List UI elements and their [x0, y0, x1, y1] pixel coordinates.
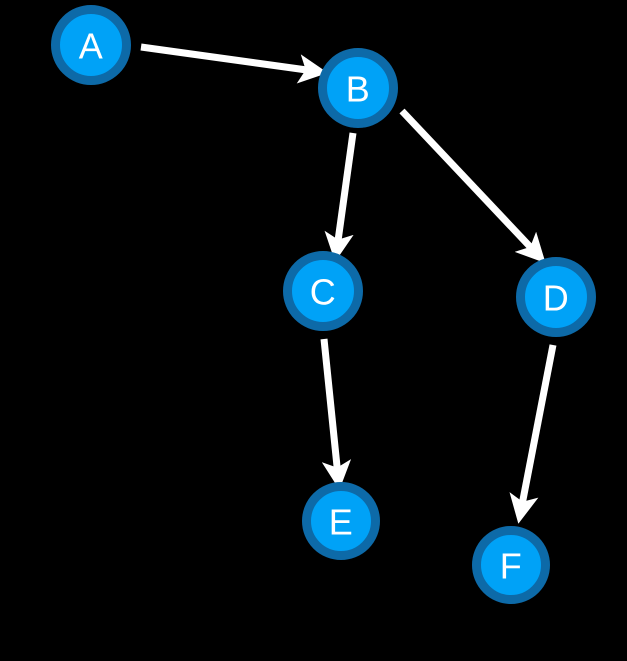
node-label-e: E [329, 502, 354, 543]
node-label-b: B [346, 69, 371, 110]
node-label-f: F [500, 546, 523, 587]
node-label-c: C [310, 272, 337, 313]
graph-edge-a-b[interactable] [140, 43, 328, 84]
node-label-d: D [543, 278, 570, 319]
node-label-a: A [79, 26, 104, 67]
graph-node-d[interactable]: D [516, 257, 596, 337]
node-circle-d[interactable] [516, 257, 596, 337]
graph-node-a[interactable]: A [51, 5, 131, 85]
graph-node-f[interactable]: F [472, 526, 550, 604]
node-circle-e[interactable] [302, 482, 380, 560]
edges-layer [140, 43, 557, 524]
graph-node-e[interactable]: E [302, 482, 380, 560]
nodes-layer: A B C D E F [51, 5, 596, 604]
graph-edge-b-c[interactable] [324, 132, 357, 262]
graph-edge-d-f[interactable] [509, 344, 557, 524]
graph-node-c[interactable]: C [283, 251, 363, 331]
node-circle-c[interactable] [283, 251, 363, 331]
node-circle-a[interactable] [51, 5, 131, 85]
graph-edge-c-e[interactable] [320, 338, 352, 490]
graph-node-b[interactable]: B [318, 48, 398, 128]
graph-edge-b-d[interactable] [399, 108, 546, 264]
node-circle-f[interactable] [472, 526, 550, 604]
node-circle-b[interactable] [318, 48, 398, 128]
